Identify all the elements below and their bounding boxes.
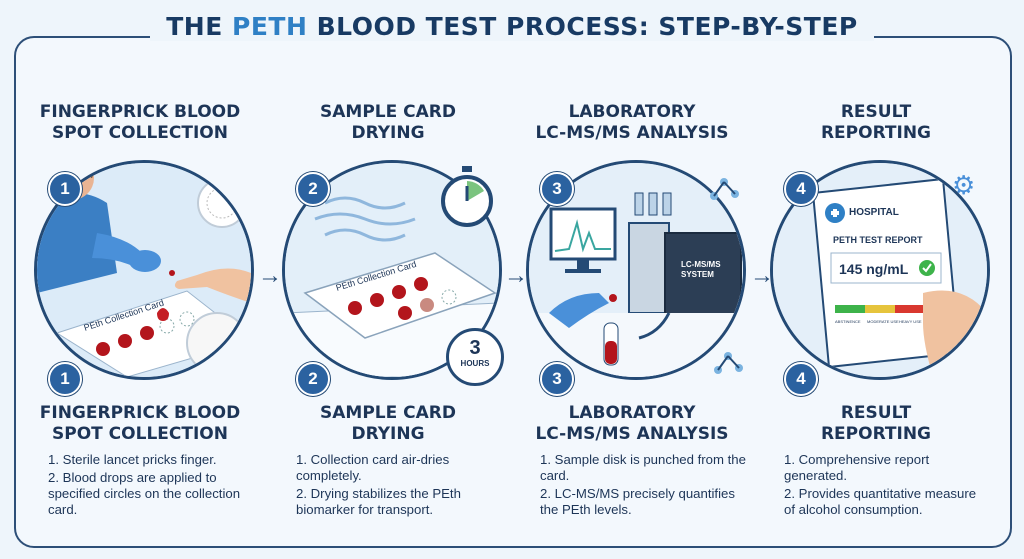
- title-prefix: THE: [166, 12, 233, 41]
- step-1-number-badge-bottom: 1: [48, 362, 82, 396]
- step-1-number-badge-top: 1: [48, 172, 82, 206]
- list-item: 2. Provides quantitative measure of alco…: [784, 486, 977, 517]
- instrument-sublabel: SYSTEM: [681, 270, 714, 279]
- timer-badge: 3 HOURS: [446, 328, 504, 386]
- report-hospital: HOSPITAL: [849, 207, 899, 218]
- step-3-list: 1. Sample disk is punched from the card.…: [540, 452, 755, 520]
- list-item: 1. Sample disk is punched from the card.: [540, 452, 746, 483]
- list-item: 2. Drying stabilizes the PEth biomarker …: [296, 486, 461, 517]
- step-4-number-badge-bottom: 4: [784, 362, 818, 396]
- scale-label: ABSTINENCE: [835, 319, 861, 324]
- step-2-number-badge-top: 2: [296, 172, 330, 206]
- instrument-label: LC-MS/MS: [681, 260, 721, 269]
- gear-icon: ⚙: [952, 170, 976, 200]
- scale-label: HEAVY USE: [899, 319, 922, 324]
- molecule-icon: [708, 174, 740, 204]
- list-item: 1. Sterile lancet pricks finger.: [48, 452, 217, 467]
- step-2-number-badge-bottom: 2: [296, 362, 330, 396]
- list-item: 2. LC-MS/MS precisely quantifies the PEt…: [540, 486, 735, 517]
- timer-value: 3: [469, 337, 481, 359]
- timer-unit: HOURS: [460, 359, 490, 368]
- report-value: 145 ng/mL: [839, 261, 909, 277]
- report-title: PETH TEST REPORT: [833, 235, 923, 245]
- step-2-list: 1. Collection card air-dries completely.…: [296, 452, 511, 520]
- title-suffix: BLOOD TEST PROCESS: STEP-BY-STEP: [307, 12, 858, 41]
- list-item: 1. Comprehensive report generated.: [784, 452, 930, 483]
- stopwatch-icon: [440, 166, 494, 228]
- page-title: THE PETH BLOOD TEST PROCESS: STEP-BY-STE…: [0, 12, 1024, 41]
- scale-label: MODERATE USE: [867, 319, 899, 324]
- step-3-number-badge-bottom: 3: [540, 362, 574, 396]
- molecule-icon: [712, 348, 744, 378]
- title-highlight: PETH: [232, 12, 308, 41]
- step-4-list: 1. Comprehensive report generated. 2. Pr…: [784, 452, 989, 520]
- arrow-right-icon: →: [258, 262, 282, 289]
- arrow-right-icon: →: [504, 262, 528, 289]
- step-3-number-badge-top: 3: [540, 172, 574, 206]
- step-1-list: 1. Sterile lancet pricks finger. 2. Bloo…: [48, 452, 263, 520]
- step-4-number-badge-top: 4: [784, 172, 818, 206]
- list-item: 1. Collection card air-dries completely.: [296, 452, 450, 483]
- list-item: 2. Blood drops are applied to specified …: [48, 470, 241, 517]
